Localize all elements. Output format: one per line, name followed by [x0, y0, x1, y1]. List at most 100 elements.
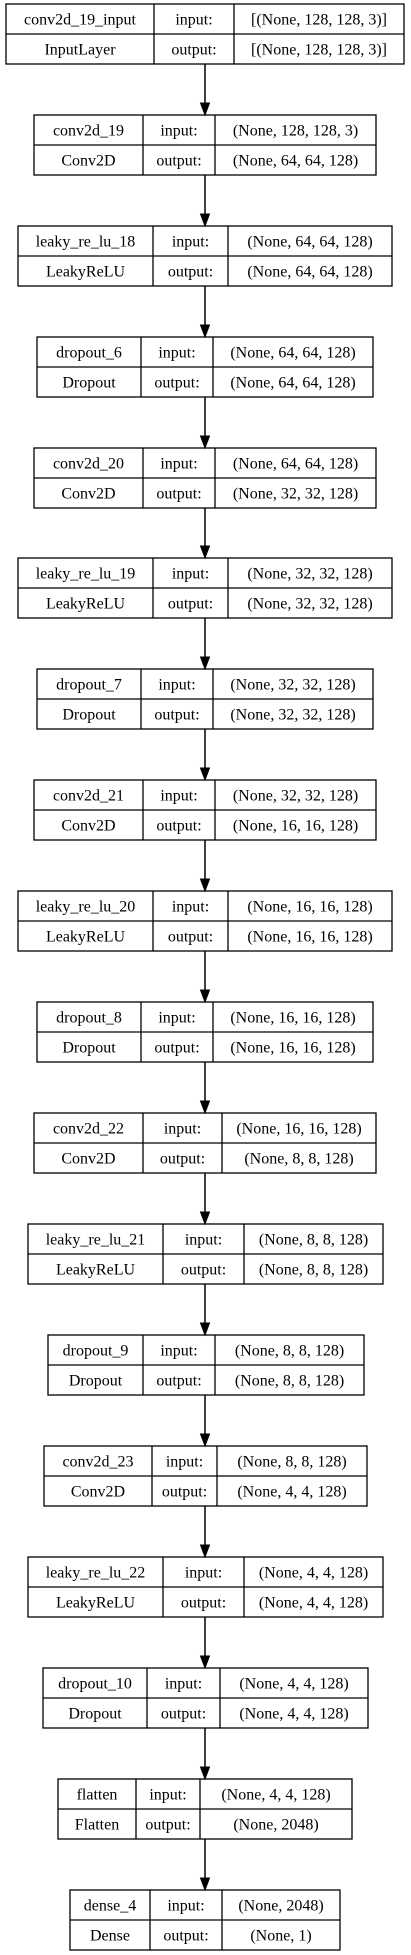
input-shape: (None, 4, 4, 128) [239, 1676, 348, 1693]
output-shape: (None, 64, 64, 128) [247, 264, 372, 281]
layer-type: Dense [90, 1928, 130, 1945]
output-shape: (None, 8, 8, 128) [235, 1373, 344, 1390]
layer-type: LeakyReLU [56, 1262, 136, 1279]
output-shape: (None, 8, 8, 128) [244, 1151, 353, 1168]
input-label: input: [164, 1121, 201, 1138]
edge-arrow [199, 1173, 211, 1226]
input-label: input: [172, 234, 209, 251]
arrowhead [199, 1433, 211, 1448]
input-label: input: [185, 1565, 222, 1582]
layer-name: leaky_re_lu_19 [36, 566, 136, 583]
edge-arrow [199, 840, 211, 893]
output-label: output: [160, 1151, 205, 1168]
output-label: output: [145, 1817, 190, 1834]
input-shape: (None, 16, 16, 128) [236, 1121, 361, 1138]
layer-node-conv2d_19_input: conv2d_19_inputInputLayerinput:output:[(… [5, 3, 405, 65]
edge-arrow [199, 951, 211, 1004]
output-shape: (None, 64, 64, 128) [233, 153, 358, 170]
layer-type: Dropout [62, 1040, 116, 1057]
output-label: output: [163, 1928, 208, 1945]
edge-arrow [199, 1728, 211, 1781]
arrowhead [199, 1100, 211, 1115]
output-shape: (None, 32, 32, 128) [247, 596, 372, 613]
edge-arrow [199, 1062, 211, 1115]
layer-type: LeakyReLU [46, 929, 126, 946]
input-shape: (None, 16, 16, 128) [247, 899, 372, 916]
layer-name: dropout_9 [63, 1343, 129, 1360]
layer-type: LeakyReLU [46, 596, 126, 613]
output-label: output: [156, 818, 201, 835]
input-shape: (None, 16, 16, 128) [230, 1010, 355, 1027]
output-shape: [(None, 128, 128, 3)] [251, 42, 387, 59]
layer-node-leaky_re_lu_19: leaky_re_lu_19LeakyReLUinput:output:(Non… [17, 557, 393, 619]
edge-arrow [199, 1839, 211, 1892]
layer-type: Conv2D [61, 486, 115, 503]
edge-arrow [199, 618, 211, 671]
output-shape: (None, 4, 4, 128) [237, 1484, 346, 1501]
input-shape: (None, 128, 128, 3) [233, 123, 358, 140]
output-shape: (None, 32, 32, 128) [230, 707, 355, 724]
arrowhead [199, 545, 211, 560]
layer-type: Conv2D [61, 1151, 115, 1168]
input-label: input: [149, 1787, 186, 1804]
arrowhead [199, 767, 211, 782]
input-shape: (None, 64, 64, 128) [247, 234, 372, 251]
output-label: output: [171, 42, 216, 59]
output-label: output: [156, 1373, 201, 1390]
layer-name: conv2d_19 [53, 123, 124, 140]
input-shape: (None, 4, 4, 128) [259, 1565, 368, 1582]
arrowhead [199, 989, 211, 1004]
output-label: output: [181, 1262, 226, 1279]
layer-name: dense_4 [84, 1898, 136, 1915]
arrowhead [199, 1322, 211, 1337]
layer-type: LeakyReLU [56, 1595, 136, 1612]
output-label: output: [181, 1595, 226, 1612]
input-label: input: [166, 1454, 203, 1471]
layer-node-leaky_re_lu_20: leaky_re_lu_20LeakyReLUinput:output:(Non… [17, 890, 393, 952]
layer-type: Flatten [75, 1817, 119, 1834]
input-shape: (None, 8, 8, 128) [259, 1232, 368, 1249]
output-shape: (None, 16, 16, 128) [247, 929, 372, 946]
output-label: output: [154, 1040, 199, 1057]
layer-type: Dropout [68, 1706, 122, 1723]
node-layer: conv2d_19_inputInputLayerinput:output:[(… [5, 3, 405, 1951]
input-label: input: [165, 1676, 202, 1693]
edge-arrow [199, 175, 211, 228]
layer-name: conv2d_21 [53, 788, 124, 805]
output-shape: (None, 1) [250, 1928, 311, 1945]
layer-name: conv2d_19_input [24, 12, 137, 29]
input-label: input: [158, 345, 195, 362]
edge-arrow [199, 1617, 211, 1670]
arrowhead [199, 435, 211, 450]
arrowhead [199, 102, 211, 117]
input-label: input: [160, 456, 197, 473]
output-label: output: [168, 596, 213, 613]
output-shape: (None, 16, 16, 128) [233, 818, 358, 835]
input-label: input: [158, 677, 195, 694]
input-label: input: [160, 1343, 197, 1360]
input-shape: (None, 2048) [238, 1898, 323, 1915]
layer-name: conv2d_22 [53, 1121, 124, 1138]
layer-type: Conv2D [71, 1484, 125, 1501]
edge-arrow [199, 64, 211, 117]
layer-type: Dropout [69, 1373, 123, 1390]
layer-type: Dropout [62, 375, 116, 392]
input-label: input: [175, 12, 212, 29]
layer-name: leaky_re_lu_22 [46, 1565, 146, 1582]
layer-type: Conv2D [61, 818, 115, 835]
output-shape: (None, 64, 64, 128) [230, 375, 355, 392]
edge-layer [199, 64, 211, 1892]
layer-name: dropout_6 [56, 345, 122, 362]
output-label: output: [162, 1484, 207, 1501]
layer-name: leaky_re_lu_20 [36, 899, 136, 916]
input-label: input: [172, 899, 209, 916]
input-shape: (None, 64, 64, 128) [233, 456, 358, 473]
